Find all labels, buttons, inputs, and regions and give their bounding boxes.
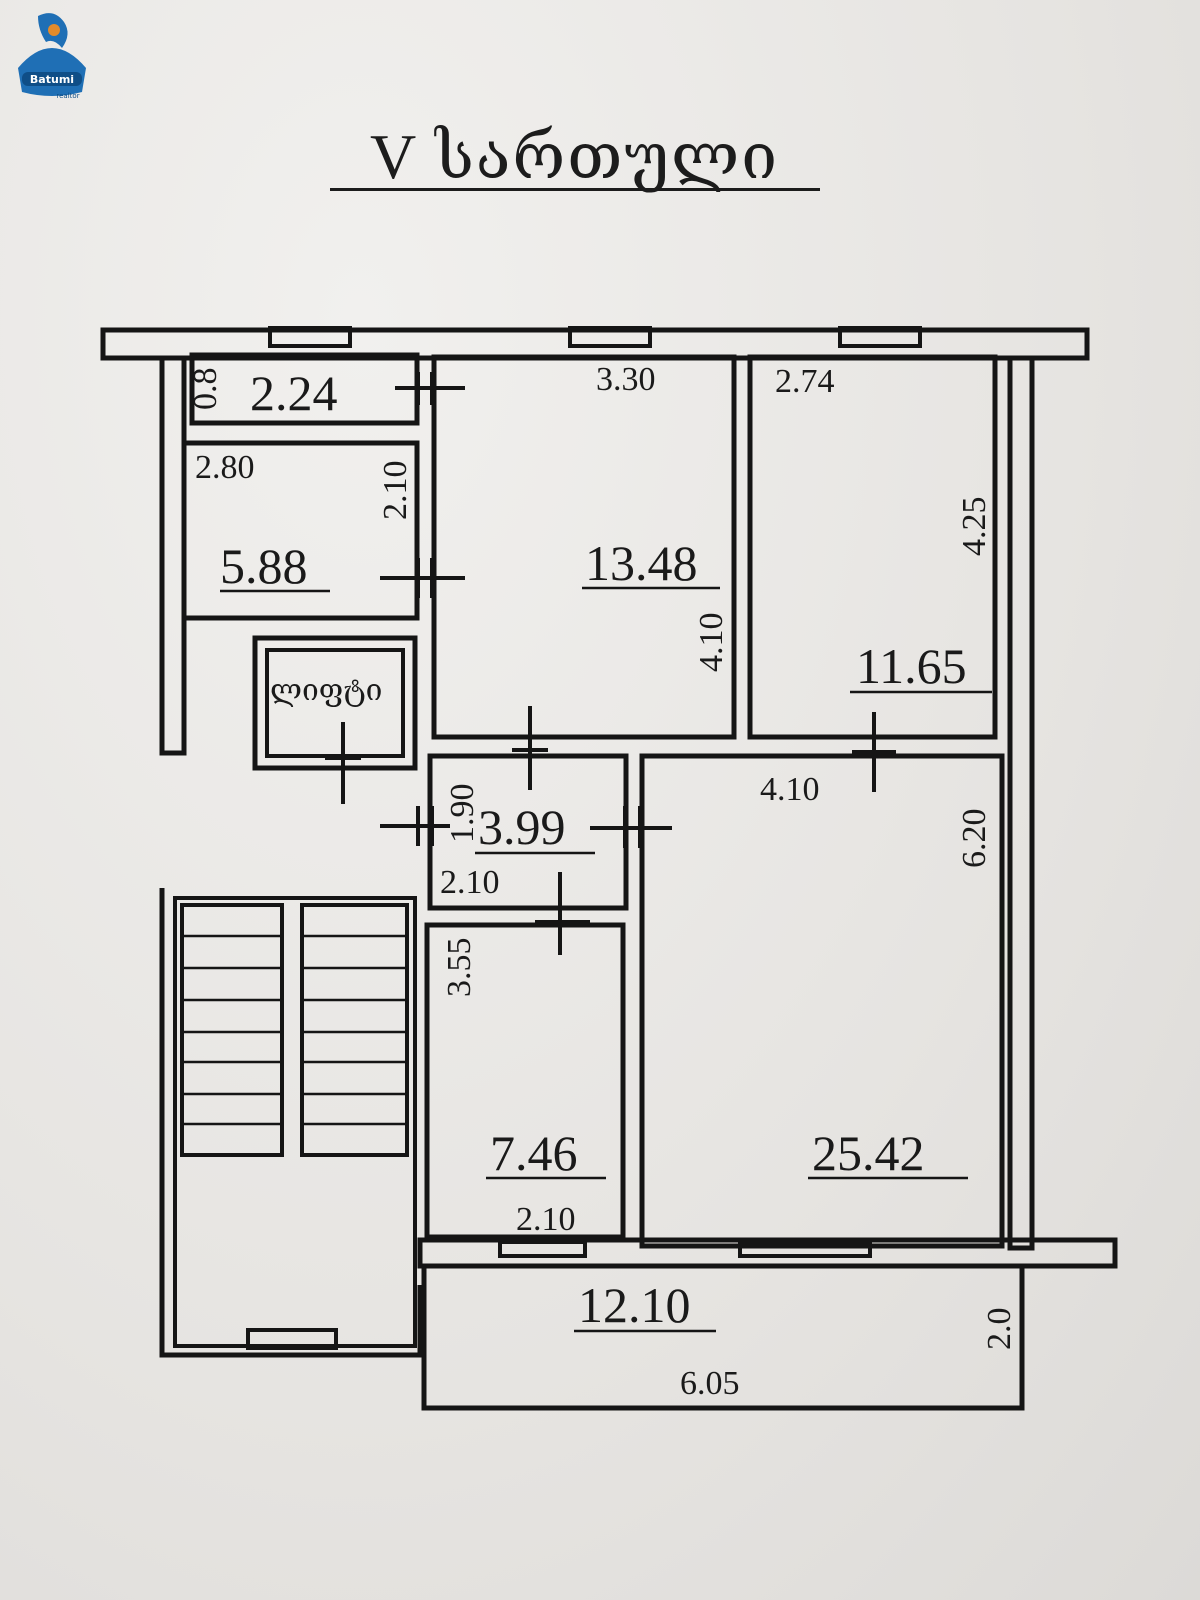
balcony-dim-bottom: 6.05 (680, 1365, 740, 1402)
logo-subtext: realtor (56, 92, 79, 100)
room-a-dim-side: 4.10 (693, 613, 730, 673)
left-upper-wall (159, 355, 187, 756)
balcony (421, 1263, 1025, 1411)
stair-window (246, 1328, 338, 1350)
floor-title-text: V სართული (370, 121, 780, 192)
bathroom-area: 5.88 (220, 538, 308, 594)
floor-title: V სართული (330, 120, 820, 200)
kitchen-area: 7.46 (490, 1125, 578, 1181)
stairwell-wall (159, 888, 423, 1358)
living-area: 25.42 (812, 1125, 925, 1181)
window-1 (268, 326, 352, 348)
room-a-area: 13.48 (585, 535, 698, 591)
batumi-realtor-logo: Batumi realtor (8, 8, 96, 104)
room-b-dim-top: 2.74 (775, 363, 835, 400)
bathroom-dim-top: 2.80 (195, 449, 255, 486)
door-marks (325, 372, 896, 955)
stair-steps (180, 903, 409, 1157)
living-room (639, 753, 1005, 1249)
living-dim-side: 6.20 (956, 809, 993, 869)
right-outer-wall (1007, 355, 1035, 1251)
bathroom-room (181, 440, 420, 621)
room-a-dim-top: 3.30 (596, 361, 656, 398)
kitchen-dim-bottom: 2.10 (516, 1201, 576, 1238)
bathroom-dim-side: 2.10 (377, 461, 414, 521)
kitchen-dim-side: 3.55 (441, 938, 478, 998)
hall-area: 3.99 (478, 799, 566, 855)
room-a (431, 354, 737, 740)
kitchen-room (424, 922, 626, 1240)
title-underline (330, 188, 820, 191)
elevator-label: ლიფტი (270, 674, 382, 707)
logo-text: Batumi (30, 73, 74, 86)
window-2 (568, 326, 652, 348)
room-b-area: 11.65 (856, 638, 967, 694)
storage-dim-side: 0.8 (187, 368, 224, 411)
window-4 (498, 1240, 587, 1258)
stairwell-inner (173, 896, 417, 1348)
window-5 (738, 1240, 872, 1258)
hall-dim-bottom: 2.10 (440, 864, 500, 901)
room-b-dim-side: 4.25 (956, 497, 993, 557)
living-dim-top: 4.10 (760, 771, 820, 808)
hall-dim-side: 1.90 (444, 784, 481, 844)
balcony-dim-side: 2.0 (981, 1308, 1018, 1351)
window-3 (838, 326, 922, 348)
storage-area: 2.24 (250, 365, 338, 421)
balcony-area: 12.10 (578, 1277, 691, 1333)
